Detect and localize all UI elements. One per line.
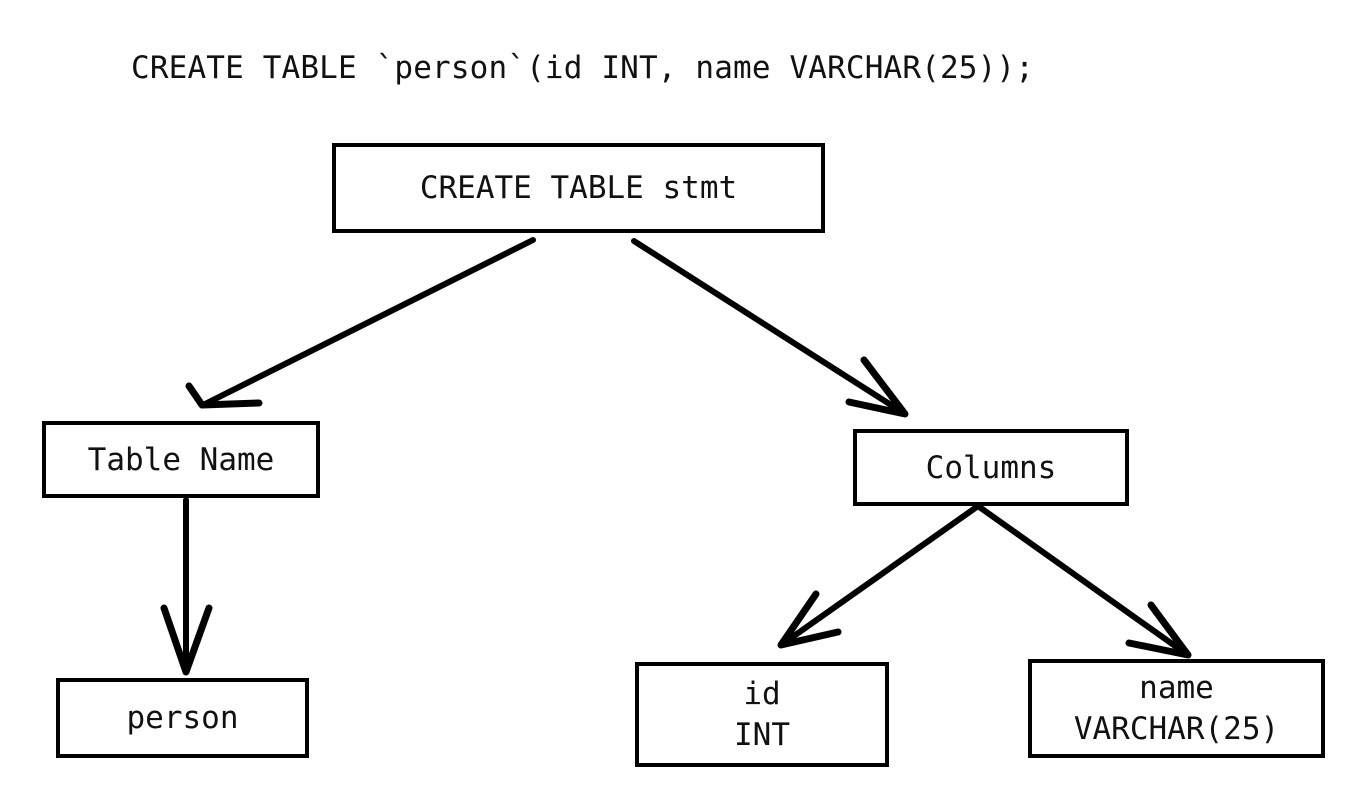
node-column-name: name (1139, 669, 1214, 706)
sql-statement-caption: CREATE TABLE `person`(id INT, name VARCH… (131, 50, 1035, 86)
node-create-table-stmt[interactable]: CREATE TABLE stmt (332, 143, 825, 233)
node-column-name: id (743, 675, 781, 712)
edge-table-name-to-person (160, 497, 213, 676)
node-label: Table Name (87, 441, 275, 478)
edge-root-to-columns (631, 238, 909, 418)
node-label: person (126, 700, 239, 736)
edge-columns-to-name (975, 503, 1192, 659)
node-column-type: INT (734, 716, 790, 753)
node-table-name[interactable]: Table Name (42, 421, 320, 498)
node-label: Columns (925, 449, 1057, 486)
node-label: CREATE TABLE stmt (419, 170, 738, 206)
node-column-name-varchar[interactable]: name VARCHAR(25) (1028, 659, 1325, 758)
node-column-id[interactable]: id INT (635, 662, 889, 767)
edge-root-to-table-name (185, 237, 536, 409)
node-column-type: VARCHAR(25) (1073, 710, 1280, 747)
edge-columns-to-id (777, 503, 981, 649)
node-person[interactable]: person (56, 678, 309, 758)
node-columns[interactable]: Columns (853, 429, 1129, 506)
